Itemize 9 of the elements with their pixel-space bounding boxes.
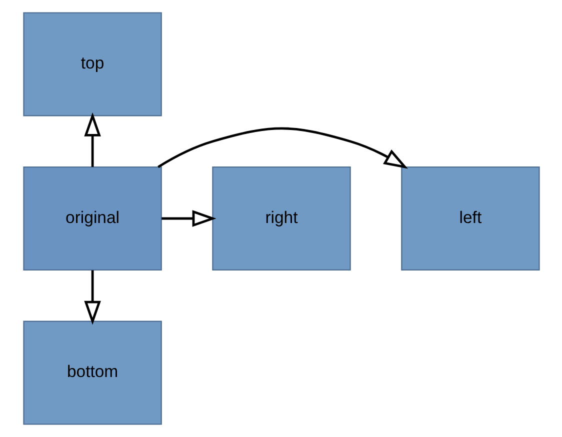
node-box: right: [212, 166, 350, 271]
node-box: original: [22, 166, 162, 271]
arrow: [161, 210, 216, 227]
node-box: top: [22, 12, 162, 116]
arrow: [84, 270, 100, 325]
node-box: bottom: [22, 320, 162, 425]
node-box: left: [400, 166, 540, 271]
arrow: [84, 112, 100, 167]
arrow: [157, 127, 408, 169]
